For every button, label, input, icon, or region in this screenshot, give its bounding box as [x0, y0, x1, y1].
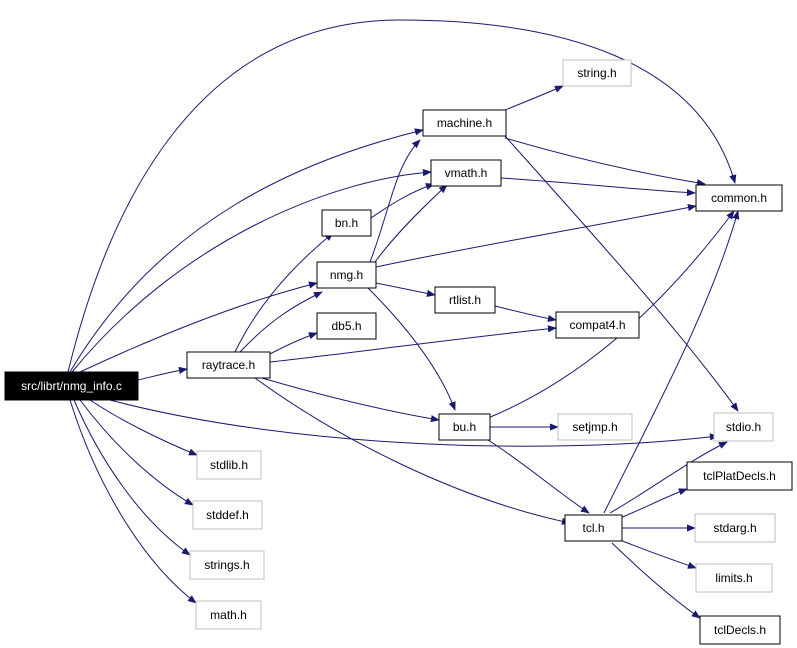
node-bn[interactable]: bn.h — [321, 209, 372, 237]
edge-raytrace-db5 — [267, 332, 318, 356]
edge-nmg-rtlist — [375, 282, 436, 297]
edge-tcl-tclplatdecls — [619, 488, 688, 519]
node-nmg-label: nmg.h — [330, 268, 363, 282]
edge-raytrace-compat4 — [269, 325, 557, 363]
edge-machine-common — [504, 137, 706, 187]
node-rtlist[interactable]: rtlist.h — [434, 286, 496, 314]
node-tcl-label: tcl.h — [582, 521, 604, 535]
node-tclplatdecls[interactable]: tclPlatDecls.h — [686, 461, 793, 491]
node-string[interactable]: string.h — [562, 59, 632, 87]
node-compat4[interactable]: compat4.h — [555, 311, 640, 339]
node-setjmp-label: setjmp.h — [572, 420, 617, 434]
edge-bn-vmath — [370, 183, 435, 219]
node-vmath[interactable]: vmath.h — [430, 159, 502, 187]
node-stddef[interactable]: stddef.h — [192, 500, 263, 530]
node-raytrace-label: raytrace.h — [202, 358, 255, 372]
edges — [67, 19, 740, 619]
edge-raytrace-nmg — [239, 291, 323, 353]
node-stdlib[interactable]: stdlib.h — [196, 450, 262, 480]
node-db5-label: db5.h — [331, 319, 361, 333]
node-setjmp[interactable]: setjmp.h — [557, 413, 633, 441]
edge-raytrace-tcl — [254, 377, 571, 525]
node-tclplatdecls-label: tclPlatDecls.h — [703, 469, 776, 483]
edge-machine-stdio — [504, 135, 739, 412]
edge-tcl-limits — [619, 539, 697, 569]
node-db5[interactable]: db5.h — [316, 312, 377, 340]
edge-vmath-common — [500, 177, 696, 197]
node-nmg[interactable]: nmg.h — [316, 261, 377, 289]
node-machine-label: machine.h — [437, 116, 492, 130]
edge-root-vmath — [71, 169, 432, 373]
node-stddef-label: stddef.h — [206, 508, 249, 522]
node-machine[interactable]: machine.h — [422, 109, 507, 137]
edge-root-nmg — [79, 281, 318, 373]
node-math[interactable]: math.h — [195, 600, 262, 630]
node-stdarg-label: stdarg.h — [713, 521, 756, 535]
node-stdarg[interactable]: stdarg.h — [694, 513, 776, 543]
edge-tcl-tcldecls — [611, 542, 701, 619]
node-strings-label: strings.h — [204, 558, 249, 572]
node-bu[interactable]: bu.h — [438, 413, 491, 441]
edge-root-math — [69, 399, 197, 604]
node-math-label: math.h — [210, 608, 247, 622]
node-common-label: common.h — [711, 191, 767, 205]
edge-tcl-common — [603, 210, 740, 514]
node-root[interactable]: src/librt/nmg_info.c — [4, 371, 139, 401]
node-stdio-label: stdio.h — [726, 420, 761, 434]
node-raytrace[interactable]: raytrace.h — [186, 351, 271, 379]
node-root-label: src/librt/nmg_info.c — [21, 379, 122, 393]
edge-root-common — [67, 19, 737, 373]
node-string-label: string.h — [577, 66, 616, 80]
node-common[interactable]: common.h — [695, 184, 783, 212]
node-rtlist-label: rtlist.h — [449, 293, 481, 307]
edge-nmg-bu — [367, 287, 456, 411]
node-limits-label: limits.h — [715, 571, 752, 585]
node-limits[interactable]: limits.h — [695, 563, 773, 593]
edge-nmg-machine — [369, 139, 421, 263]
node-tcldecls[interactable]: tclDecls.h — [699, 615, 781, 645]
edge-root-machine — [69, 128, 424, 373]
edge-root-strings — [73, 399, 191, 556]
node-tcl[interactable]: tcl.h — [564, 514, 623, 542]
edge-nmg-common — [375, 204, 697, 268]
node-bn-label: bn.h — [335, 216, 358, 230]
node-bu-label: bu.h — [453, 420, 476, 434]
edge-raytrace-bn — [234, 232, 334, 353]
edge-root-stdio — [109, 399, 719, 447]
edge-root-raytrace — [137, 366, 188, 381]
edge-machine-string — [499, 85, 564, 113]
node-stdlib-label: stdlib.h — [210, 458, 248, 472]
node-compat4-label: compat4.h — [569, 318, 625, 332]
edge-rtlist-compat4 — [494, 305, 557, 323]
edge-bu-tcl — [487, 439, 590, 514]
node-strings[interactable]: strings.h — [189, 550, 265, 580]
edge-root-stdlib — [89, 399, 198, 456]
edge-raytrace-bu — [261, 377, 440, 423]
edge-tcl-stdio — [609, 441, 728, 514]
node-tcldecls-label: tclDecls.h — [714, 623, 766, 637]
edge-nmg-vmath — [374, 184, 448, 263]
edge-root-stddef — [79, 399, 194, 506]
node-vmath-label: vmath.h — [445, 166, 488, 180]
node-stdio[interactable]: stdio.h — [713, 412, 774, 442]
